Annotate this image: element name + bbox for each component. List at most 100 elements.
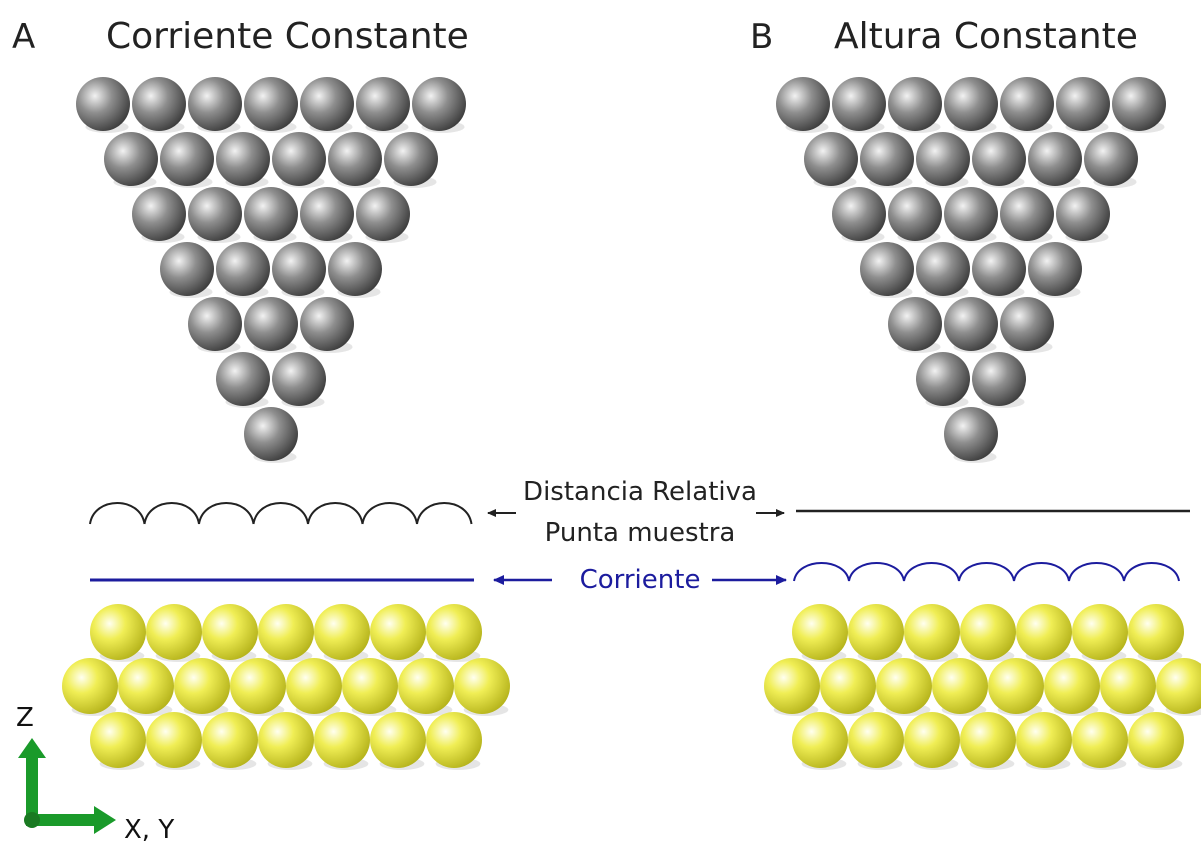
sample-atom	[202, 604, 258, 660]
sample-atom	[174, 658, 230, 714]
sample-atom	[62, 658, 118, 714]
sample-atom	[932, 658, 988, 714]
tip-atom	[1084, 132, 1138, 186]
tip-atom	[1112, 77, 1166, 131]
panel-a-title: Corriente Constante	[106, 16, 469, 57]
tip-atom	[860, 132, 914, 186]
current-trace-b	[793, 562, 1180, 582]
panel-b-title: Altura Constante	[834, 16, 1138, 57]
tip-atom	[300, 77, 354, 131]
tip-atom	[104, 132, 158, 186]
sample-atom	[1016, 604, 1072, 660]
sample-atom	[848, 604, 904, 660]
tip-atom	[888, 77, 942, 131]
tip-atoms-b	[776, 77, 1166, 463]
tip-atom	[1056, 77, 1110, 131]
tip-atom	[272, 242, 326, 296]
sample-atom	[1016, 712, 1072, 768]
sample-atom	[764, 658, 820, 714]
tip-atom	[944, 187, 998, 241]
axis-origin	[24, 812, 40, 828]
sample-atom	[370, 604, 426, 660]
distance-trace-a	[89, 502, 473, 525]
tip-atom	[384, 132, 438, 186]
sample-atom	[454, 658, 510, 714]
tip-atom	[244, 407, 298, 461]
sample-atom	[202, 712, 258, 768]
panel-a-letter: A	[12, 17, 35, 57]
sample-atom	[118, 658, 174, 714]
tip-atom	[244, 187, 298, 241]
sample-atom	[792, 604, 848, 660]
tip-atom	[160, 132, 214, 186]
current-label: Corriente	[580, 565, 701, 595]
sample-atom	[1100, 658, 1156, 714]
sample-atom	[1128, 604, 1184, 660]
tip-atom	[832, 187, 886, 241]
tip-atom	[216, 132, 270, 186]
tip-atom	[1000, 77, 1054, 131]
sample-atom	[1072, 604, 1128, 660]
tip-atom	[1056, 187, 1110, 241]
tip-atom	[1028, 132, 1082, 186]
sample-atom	[904, 604, 960, 660]
sample-atom	[876, 658, 932, 714]
tip-atom	[804, 132, 858, 186]
sample-atom	[426, 604, 482, 660]
sample-atom	[904, 712, 960, 768]
tip-atom	[888, 187, 942, 241]
distance-label-line1: Distancia Relativa	[523, 477, 757, 507]
sample-atom	[286, 658, 342, 714]
sample-atom	[848, 712, 904, 768]
tip-atom	[272, 352, 326, 406]
tip-atom	[272, 132, 326, 186]
tip-atom	[356, 187, 410, 241]
tip-atom	[188, 77, 242, 131]
sample-atom	[1072, 712, 1128, 768]
tip-atom	[916, 132, 970, 186]
sample-atom	[146, 604, 202, 660]
sample-atom	[960, 712, 1016, 768]
tip-atom	[776, 77, 830, 131]
sample-atom	[90, 712, 146, 768]
axis-z-arrow	[18, 738, 46, 822]
sample-atom	[426, 712, 482, 768]
tip-atom	[188, 297, 242, 351]
tip-atom	[188, 187, 242, 241]
tip-atom	[76, 77, 130, 131]
sample-atom	[342, 658, 398, 714]
sample-atom	[314, 604, 370, 660]
tip-atom	[1028, 242, 1082, 296]
sample-atom	[90, 604, 146, 660]
tip-atom	[132, 187, 186, 241]
sample-atom	[1044, 658, 1100, 714]
sample-atoms-b	[764, 604, 1201, 770]
tip-atom	[944, 407, 998, 461]
tip-atom	[244, 77, 298, 131]
tip-atom	[944, 77, 998, 131]
tip-atoms-a	[76, 77, 466, 463]
sample-atom	[1128, 712, 1184, 768]
tip-atom	[1000, 187, 1054, 241]
tip-atom	[916, 352, 970, 406]
tip-atom	[216, 242, 270, 296]
sample-atom	[314, 712, 370, 768]
sample-atom	[258, 712, 314, 768]
tip-atom	[132, 77, 186, 131]
sample-atom	[258, 604, 314, 660]
tip-atom	[328, 242, 382, 296]
tip-atom	[832, 77, 886, 131]
distance-label-line2: Punta muestra	[545, 518, 736, 548]
tip-atom	[412, 77, 466, 131]
sample-atom	[988, 658, 1044, 714]
tip-atom	[160, 242, 214, 296]
tip-atom	[944, 297, 998, 351]
sample-atoms-a	[62, 604, 510, 770]
tip-atom	[860, 242, 914, 296]
sample-atom	[146, 712, 202, 768]
axis-xy-arrow	[26, 806, 116, 834]
tip-atom	[244, 297, 298, 351]
tip-atom	[972, 352, 1026, 406]
panel-b-letter: B	[750, 17, 773, 57]
